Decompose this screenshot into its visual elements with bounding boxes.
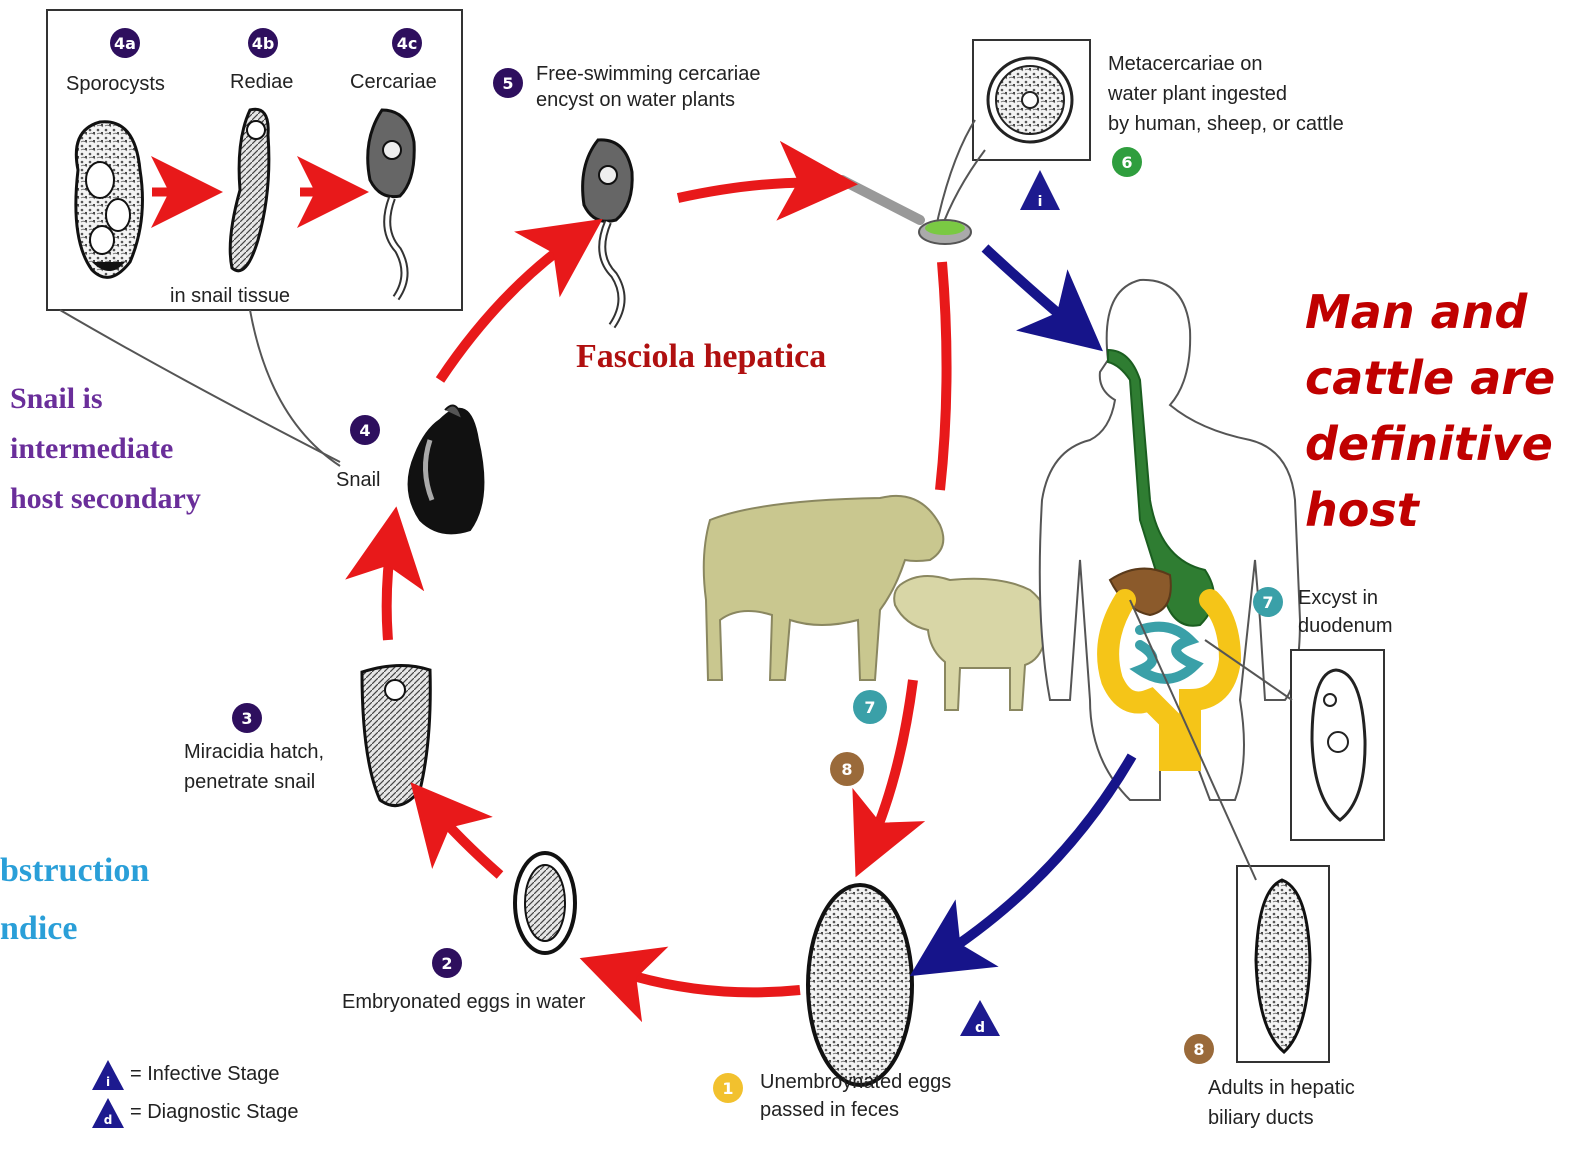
free-cercaria-icon [583,140,633,326]
legend-infective-label: = Infective Stage [130,1062,280,1086]
snail-note-line3: host secondary [10,482,201,516]
cutoff-note-line1: bstruction [0,852,149,890]
label-stage7-line1: Excyst in [1298,586,1378,610]
label-cercariae: Cercariae [350,70,437,94]
badge-7-animal: 7 [853,690,887,724]
badge-4c: 4c [392,28,422,58]
badge-4b: 4b [248,28,278,58]
badge-6: 6 [1112,147,1142,177]
badge-3: 3 [232,703,262,733]
badge-4: 4 [350,415,380,445]
definitive-host-line1: Man and [1305,284,1527,340]
label-stage6-line1: Metacercariae on [1108,52,1263,76]
snail-icon [409,406,484,534]
miracidium-icon [362,665,430,805]
label-stage2: Embryonated eggs in water [342,990,585,1014]
sporocyst-icon [76,122,143,278]
snail-note-line1: Snail is [10,382,103,416]
sheep-icon [894,576,1048,710]
label-stage8-line2: biliary ducts [1208,1106,1314,1130]
definitive-host-line4: host [1305,482,1419,538]
label-stage5-line2: encyst on water plants [536,88,735,112]
cutoff-note-line2: ndice [0,910,77,948]
label-stage1-line1: Unembroynated eggs [760,1070,951,1094]
human-body-icon [1040,280,1300,800]
badge-2: 2 [432,948,462,978]
label-stage3-line1: Miracidia hatch, [184,740,324,764]
embryonated-egg-icon [515,853,575,953]
svg-text:i: i [106,1075,110,1089]
label-stage3-line2: penetrate snail [184,770,315,794]
label-stage6-line2: water plant ingested [1108,82,1287,106]
badge-1: 1 [713,1073,743,1103]
badge-7-human: 7 [1253,587,1283,617]
box-pointer-line [250,310,340,466]
label-stage7-line2: duodenum [1298,614,1393,638]
svg-text:d: d [104,1113,113,1127]
spoon-icon [842,180,971,244]
species-title: Fasciola hepatica [576,338,826,376]
infective-stage-marker: i [1020,170,1060,210]
definitive-host-line2: cattle are [1305,350,1555,406]
legend-infective-icon: i [92,1060,124,1090]
snail-note-line2: intermediate [10,432,173,466]
label-sporocysts: Sporocysts [66,72,165,96]
badge-5: 5 [493,68,523,98]
label-stage6-line3: by human, sheep, or cattle [1108,112,1344,136]
unembryonated-egg-icon [808,885,912,1085]
metacercaria-icon [988,58,1072,142]
label-stage1-line2: passed in feces [760,1098,899,1122]
badge-4a: 4a [110,28,140,58]
label-rediae: Rediae [230,70,293,94]
definitive-host-line3: definitive [1305,416,1553,472]
label-snail: Snail [336,468,380,492]
badge-8-animal: 8 [830,752,864,786]
legend-diagnostic-label: = Diagnostic Stage [130,1100,298,1124]
label-stage8-line1: Adults in hepatic [1208,1076,1355,1100]
label-snail-tissue: in snail tissue [170,284,290,308]
badge-8-human: 8 [1184,1034,1214,1064]
svg-text:d: d [975,1020,985,1036]
label-stage5-line1: Free-swimming cercariae [536,62,761,86]
svg-text:i: i [1038,194,1043,210]
diagnostic-stage-marker: d [960,1000,1000,1036]
legend-diagnostic-icon: d [92,1098,124,1128]
